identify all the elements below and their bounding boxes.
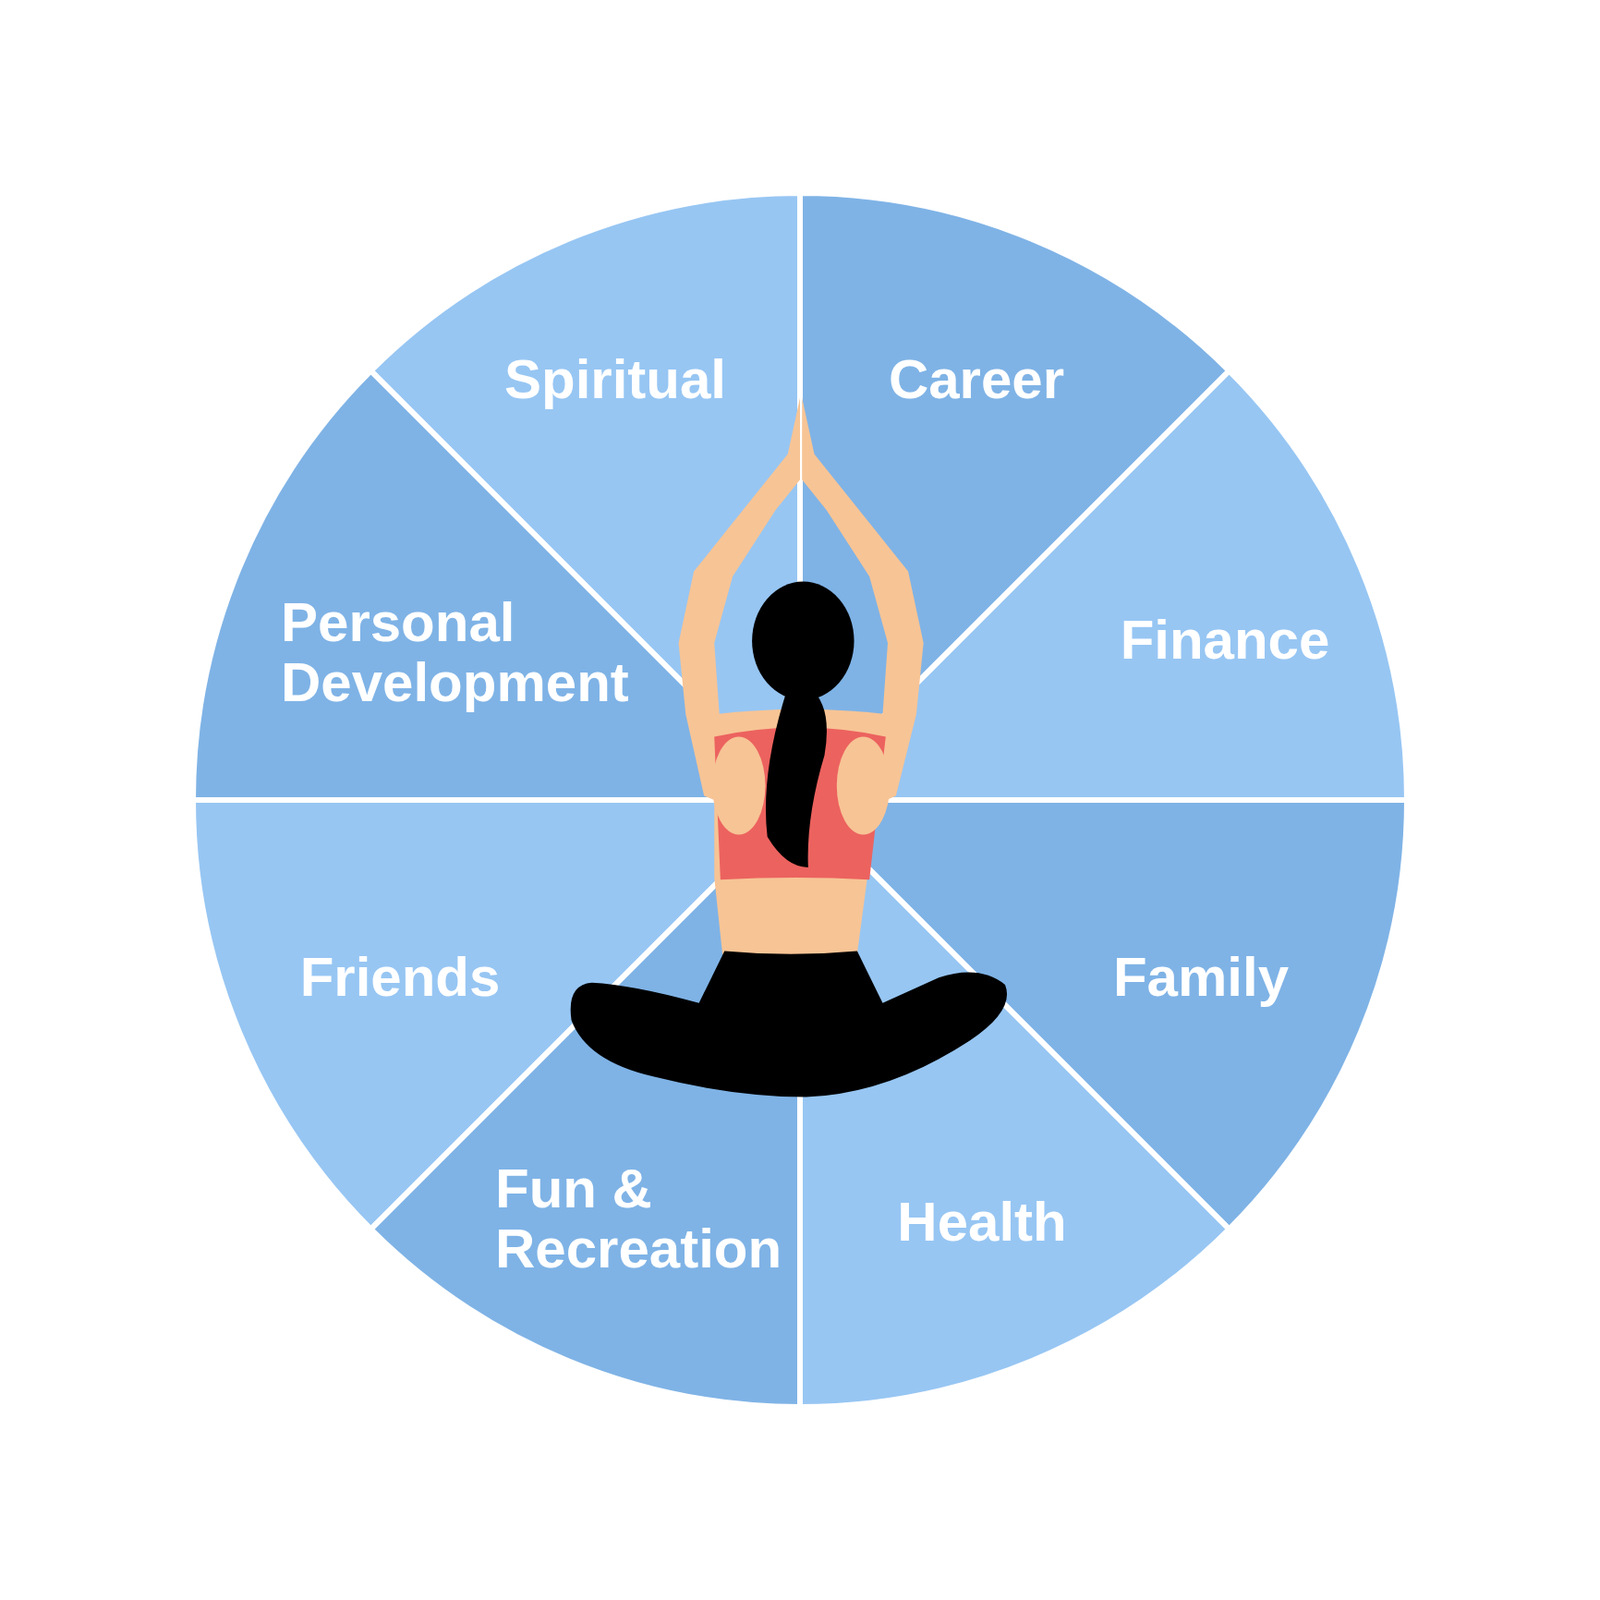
area-label: Career xyxy=(888,350,1065,411)
label-holder: Health xyxy=(896,1192,1067,1253)
label-holder: Friends xyxy=(300,947,501,1008)
area-label: Family xyxy=(1113,947,1289,1008)
head xyxy=(751,581,854,701)
label-holder: Personal Development xyxy=(280,593,651,714)
ponytail xyxy=(765,693,827,868)
right-shoulder xyxy=(836,737,890,836)
crossed-legs xyxy=(570,950,1007,1097)
label-holder: Fun & Recreation xyxy=(495,1159,810,1280)
area-label: Personal Development xyxy=(280,593,651,714)
area-label: Spiritual xyxy=(504,350,727,411)
area-label: Finance xyxy=(1120,610,1331,671)
area-label: Fun & Recreation xyxy=(495,1159,810,1280)
label-holder: Career xyxy=(888,350,1065,411)
label-holder: Family xyxy=(1113,947,1289,1008)
area-label: Friends xyxy=(300,947,501,1008)
label-holder: Spiritual xyxy=(504,350,727,411)
area-label: Health xyxy=(896,1192,1067,1253)
label-holder: Finance xyxy=(1120,610,1331,671)
left-shoulder xyxy=(712,737,765,836)
